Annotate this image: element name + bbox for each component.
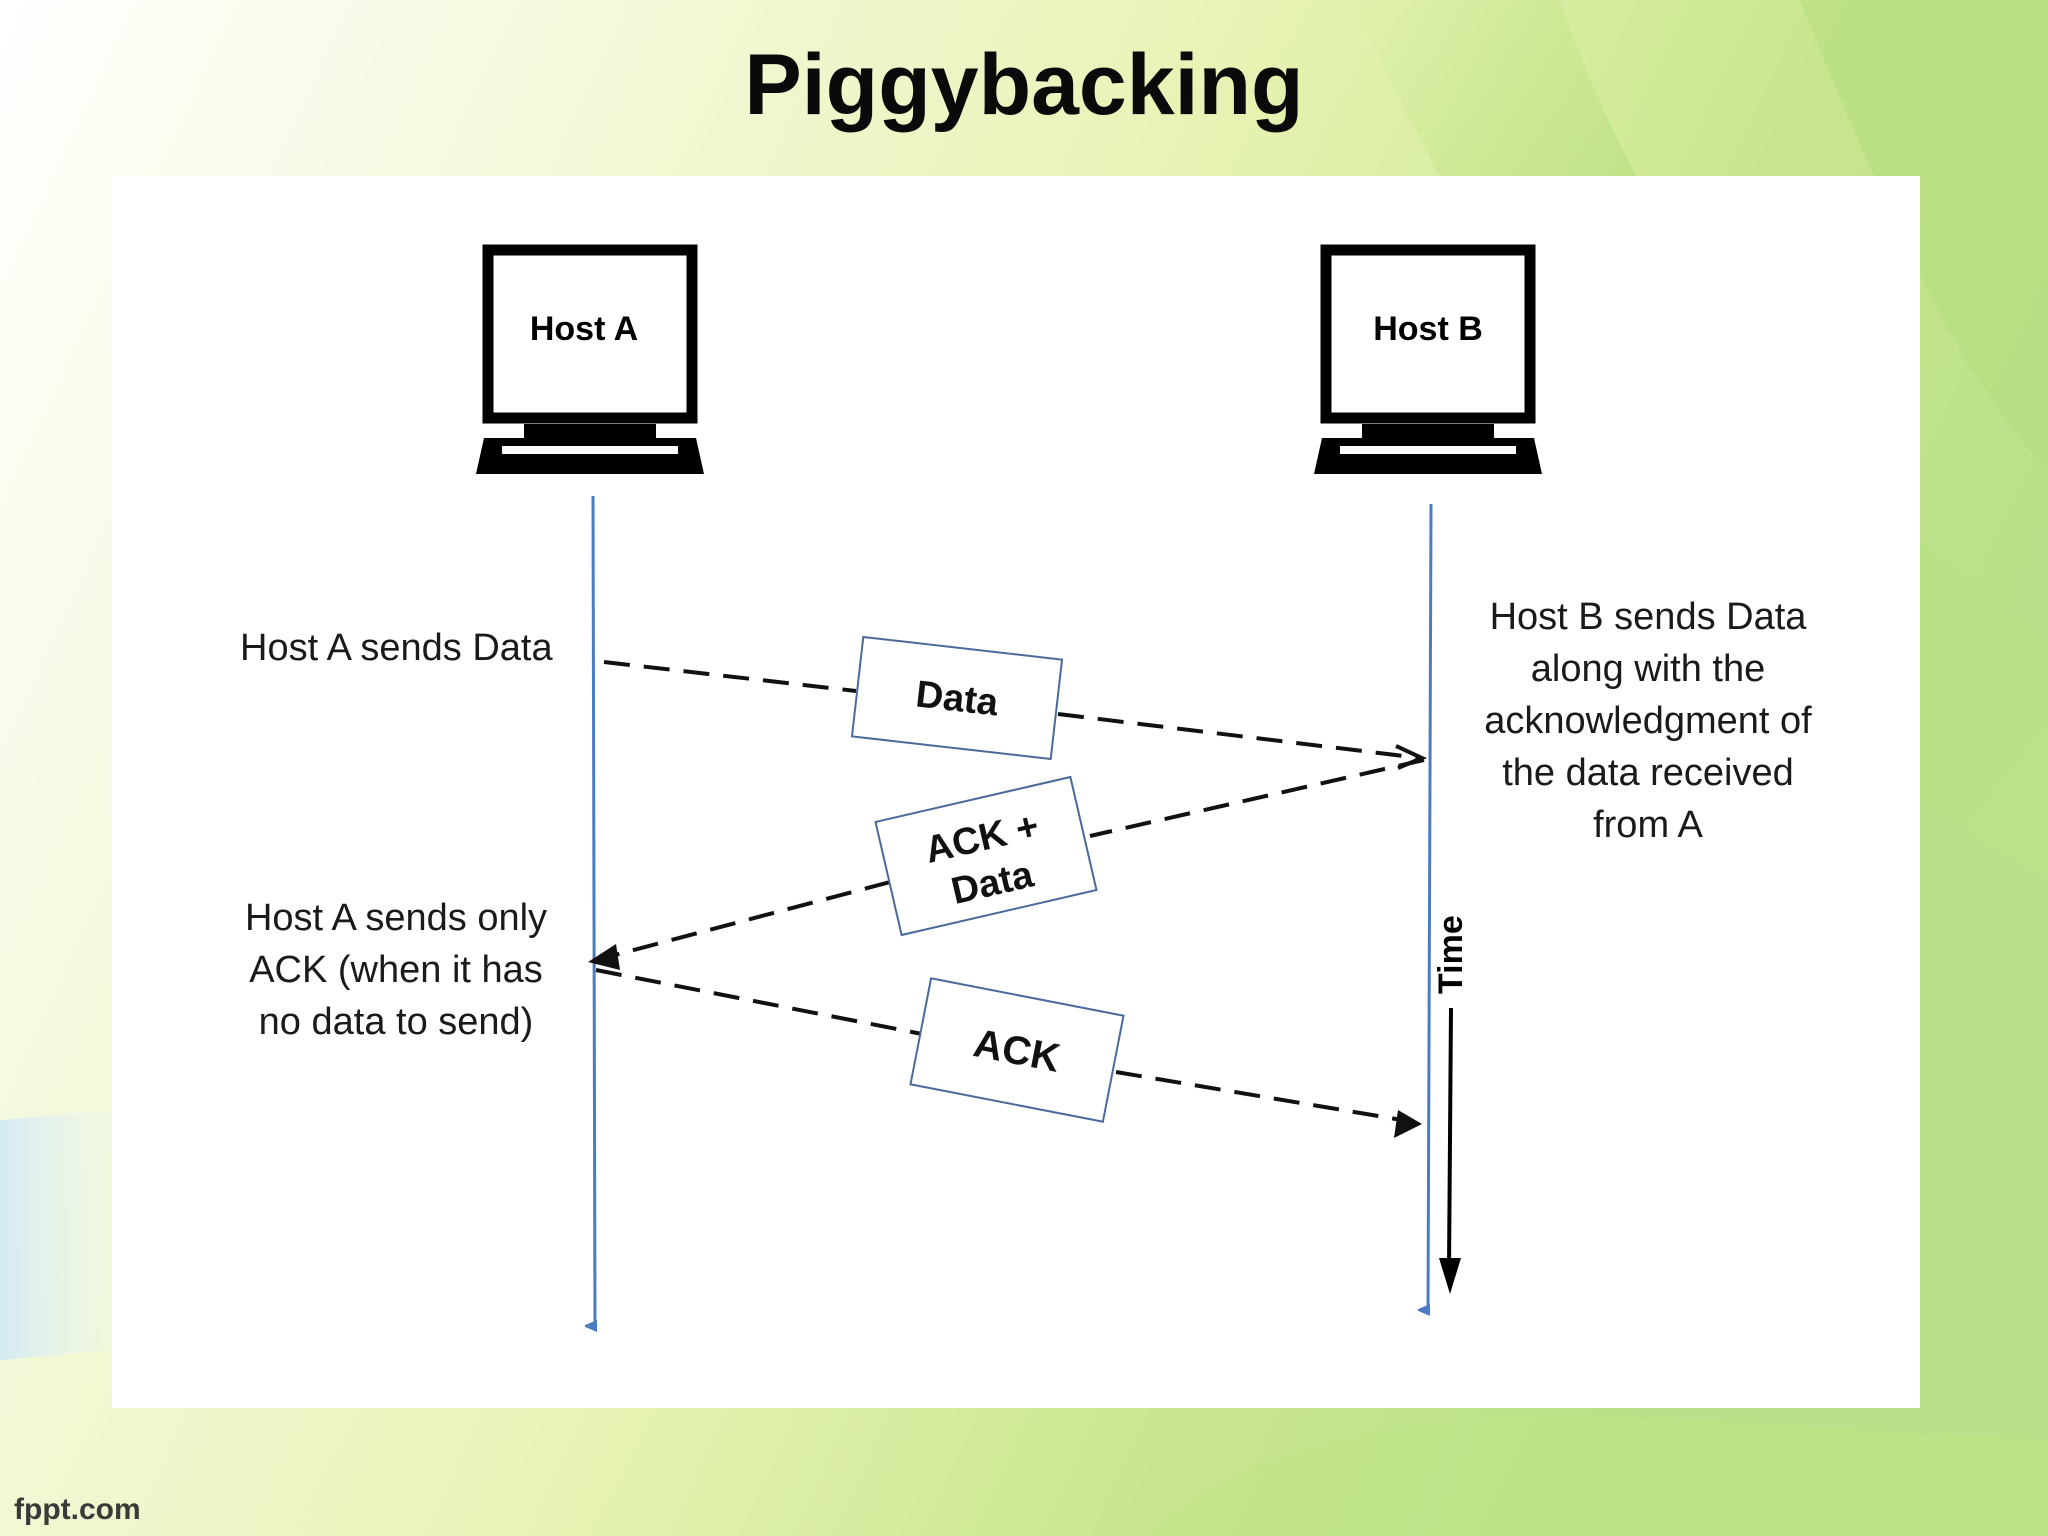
ack-data-message-arrow [588,758,1425,970]
data-message-box: Data [850,635,1064,761]
host-a-sends-ack-note: Host A sends only ACK (when it has no da… [245,897,547,1043]
ack-data-message-box: ACK + Data [874,775,1098,937]
host-a-computer-icon: Host A [476,244,704,474]
host-a-sends-ack-note-line: no data to send) [259,1001,534,1043]
time-arrow: Time [1432,915,1470,1294]
host-a-sends-ack-note-line: ACK (when it has [249,949,543,991]
host-b-sends-note-line: from A [1593,804,1703,846]
host-b-sends-note: Host B sends Data along with the acknowl… [1484,596,1812,846]
footer-brand: fppt.com [14,1493,141,1526]
piggybacking-diagram: Host A Host B Time Data [240,244,1812,1408]
host-b-sends-note-line: the data received [1502,752,1794,794]
host-a-timeline [593,495,595,1326]
host-b-sends-note-line: acknowledgment of [1484,700,1812,742]
host-b-label: Host B [1373,310,1483,348]
host-a-label: Host A [530,310,638,348]
ack-message-arrow [595,968,1422,1138]
host-b-timeline [1428,503,1433,1310]
host-a-sends-data-note: Host A sends Data [240,627,553,669]
host-b-sends-note-line: along with the [1531,648,1766,690]
diagram-panel: Host A Host B Time Data [112,176,1920,1408]
host-b-computer-icon: Host B [1314,244,1542,474]
host-a-sends-ack-note-line: Host A sends only [245,897,547,939]
slide-title: Piggybacking [744,37,1304,133]
ack-message-box: ACK [909,977,1125,1123]
host-b-sends-note-line: Host B sends Data [1490,596,1808,638]
time-label: Time [1432,915,1470,994]
data-message-label: Data [914,673,1001,724]
